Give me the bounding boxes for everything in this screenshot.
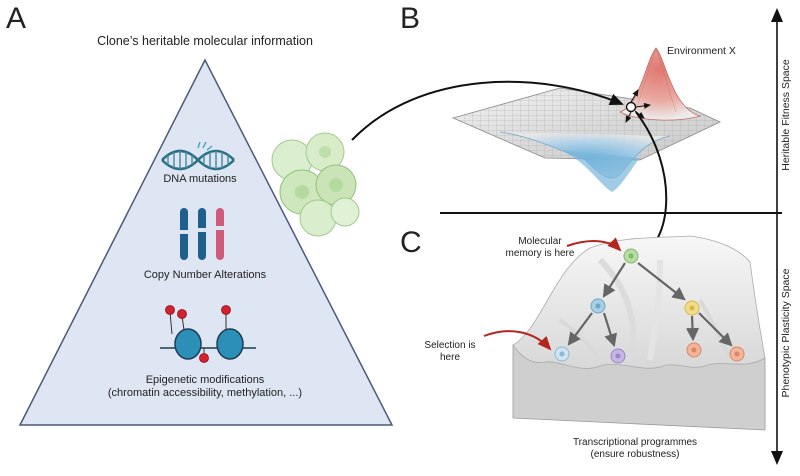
- environment-label: Environment X: [667, 45, 736, 57]
- memory-pointer-arrow: [566, 237, 622, 252]
- clone-to-landscape-arrow: [351, 80, 624, 141]
- memory-label-line-1: Molecular: [518, 236, 562, 247]
- memory-label-line-2: memory is here: [505, 248, 575, 259]
- panel-letter-b: B: [400, 2, 421, 35]
- fitness-landscape-icon: [451, 47, 721, 192]
- epigenetic-sublabel: (chromatin accessibility, methylation, .…: [107, 387, 303, 399]
- dna-mutations-label: DNA mutations: [163, 173, 237, 185]
- clone-cells-icon: [271, 132, 360, 237]
- copy-number-label: Copy Number Alterations: [143, 269, 267, 281]
- plasticity-space-label: Phenotypic Plasticity Space: [780, 268, 792, 398]
- transcriptional-label-line-1: Transcriptional programmes: [572, 437, 698, 448]
- space-axis: [771, 8, 783, 465]
- heritable-space-label: Heritable Fitness Space: [780, 59, 792, 171]
- nucleosome-icon: [160, 305, 256, 363]
- chromosome-icon: [179, 208, 225, 260]
- panel-letter-c: C: [400, 226, 422, 259]
- selection-pointer-arrow: [483, 330, 552, 351]
- selection-label-line-2: here: [439, 352, 460, 363]
- selection-label: Selection is here: [415, 340, 485, 364]
- memory-label: Molecular memory is here: [500, 236, 580, 260]
- differentiation-arrows: [567, 262, 733, 348]
- epigenetic-label: Epigenetic modifications: [145, 374, 265, 386]
- transcriptional-label-line-2: (ensure robustness): [590, 449, 680, 460]
- dna-icon: [161, 141, 235, 171]
- clone-position-marker: [625, 89, 651, 123]
- landscape-cells: [554, 248, 745, 364]
- selection-label-line-1: Selection is: [424, 340, 476, 351]
- panel-a-title: Clone’s heritable molecular information: [97, 34, 313, 48]
- transcriptional-label: Transcriptional programmes (ensure robus…: [540, 437, 730, 461]
- panel-letter-a: A: [6, 2, 27, 35]
